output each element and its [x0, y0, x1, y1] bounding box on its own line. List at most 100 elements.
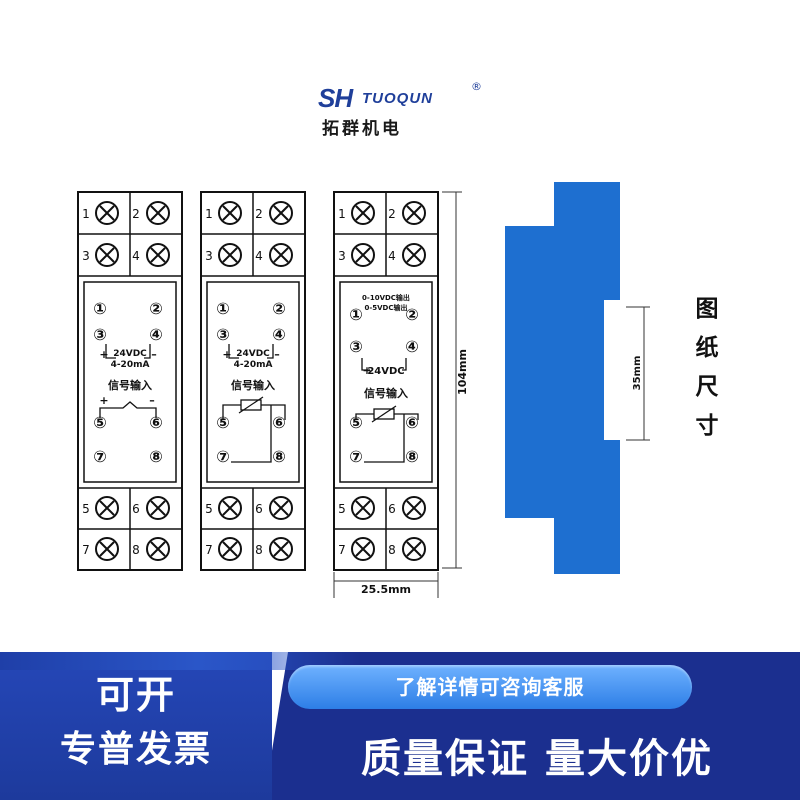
pin-marker: ⑥ — [149, 413, 163, 432]
screw-terminal-icon — [146, 496, 170, 520]
minus-sign: – — [151, 348, 157, 361]
screw-terminal-icon — [402, 537, 426, 561]
pin-marker: ⑤ — [216, 413, 230, 432]
screw-terminal-icon — [402, 243, 426, 267]
screw-terminal-icon — [218, 537, 242, 561]
screw-terminal-icon — [402, 496, 426, 520]
screw-terminal-icon — [269, 537, 293, 561]
pin-marker: ③ — [216, 325, 230, 344]
screw-terminal-icon — [146, 243, 170, 267]
logo-chinese-name: 拓群机电 — [322, 119, 402, 139]
pin-marker: ⑦ — [349, 447, 363, 466]
screw-terminal-icon — [218, 201, 242, 225]
banner-left-panel — [0, 652, 272, 800]
terminal-number: 2 — [388, 207, 396, 221]
terminal-number: 3 — [205, 249, 213, 263]
supply-current-label: 4-20mA — [234, 360, 273, 370]
pin-marker: ② — [272, 299, 286, 318]
logo-wordmark: TUOQUN — [362, 90, 433, 107]
terminal-number: 5 — [338, 502, 346, 516]
terminal-number: 1 — [338, 207, 346, 221]
screw-terminal-icon — [146, 537, 170, 561]
pin-marker: ④ — [405, 337, 419, 356]
terminal-number: 4 — [388, 249, 396, 263]
pin-marker: ⑤ — [349, 413, 363, 432]
pin-marker: ④ — [272, 325, 286, 344]
pin-marker: ⑧ — [405, 447, 419, 466]
registered-mark: ® — [471, 80, 482, 93]
side-label-char: 图 — [695, 296, 719, 322]
terminal-number: 8 — [388, 543, 396, 557]
supply-voltage-label: 24VDC — [113, 349, 147, 359]
pin-marker: ⑤ — [93, 413, 107, 432]
signal-input-label: 信号输入 — [364, 386, 408, 400]
brand-logo: SH TUOQUN ® 拓群机电 — [318, 78, 498, 139]
screw-terminal-icon — [95, 496, 119, 520]
rail-dimension: 35mm — [626, 306, 650, 441]
terminal-number: 8 — [255, 543, 263, 557]
terminal-number: 1 — [82, 207, 90, 221]
quality-slogan: 质量保证 量大价优 — [361, 736, 713, 782]
pin-marker: ⑥ — [405, 413, 419, 432]
terminal-number: 2 — [255, 207, 263, 221]
terminal-number: 6 — [255, 502, 263, 516]
terminal-number: 3 — [338, 249, 346, 263]
pin-marker: ① — [93, 299, 107, 318]
supply-voltage-label: 24VDC — [236, 349, 270, 359]
screw-terminal-icon — [269, 243, 293, 267]
consult-pill[interactable] — [288, 665, 692, 709]
minus-sign: – — [274, 348, 280, 361]
screw-terminal-icon — [95, 201, 119, 225]
drawing-size-label: 图 纸 尺 寸 — [690, 290, 724, 446]
screw-terminal-icon — [269, 496, 293, 520]
pin-marker: ④ — [149, 325, 163, 344]
screw-terminal-icon — [95, 243, 119, 267]
signal-input-label: 信号输入 — [108, 378, 152, 392]
pin-marker: ① — [349, 305, 363, 324]
height-dimension: 104mm — [442, 191, 469, 569]
terminal-number: 2 — [132, 207, 140, 221]
screw-terminal-icon — [218, 243, 242, 267]
minus-sign: – — [149, 394, 155, 407]
pin-marker: ① — [216, 299, 230, 318]
consult-text[interactable]: 了解详情可咨询客服 — [395, 675, 585, 699]
side-label-char: 纸 — [695, 335, 719, 361]
terminal-number: 5 — [82, 502, 90, 516]
terminal-number: 7 — [82, 543, 90, 557]
height-label: 104mm — [456, 349, 469, 395]
invoice-subheading: 专普发票 — [59, 729, 212, 770]
screw-terminal-icon — [269, 201, 293, 225]
output-range-label: 0-5VDC输出 — [364, 303, 407, 312]
screw-terminal-icon — [402, 201, 426, 225]
logo-sh-text: SH — [318, 83, 353, 113]
rail-label: 35mm — [632, 356, 643, 391]
plus-sign: + — [362, 364, 371, 377]
banner-accent-stripe — [0, 652, 360, 670]
signal-input-label: 信号输入 — [231, 378, 275, 392]
plus-sign: + — [99, 394, 108, 407]
terminal-number: 6 — [388, 502, 396, 516]
terminal-number: 4 — [255, 249, 263, 263]
pin-marker: ⑧ — [149, 447, 163, 466]
pin-marker: ⑦ — [216, 447, 230, 466]
output-range-label: 0-10VDC输出 — [362, 293, 410, 302]
supply-current-label: 4-20mA — [111, 360, 150, 370]
side-label-char: 尺 — [695, 374, 719, 400]
plus-sign: + — [99, 348, 108, 361]
terminal-number: 3 — [82, 249, 90, 263]
side-label-char: 寸 — [695, 413, 719, 439]
pin-marker: ⑧ — [272, 447, 286, 466]
screw-terminal-icon — [146, 201, 170, 225]
screw-terminal-icon — [351, 243, 375, 267]
supply-voltage-label: 24VDC — [367, 366, 404, 377]
plus-sign: + — [222, 348, 231, 361]
pin-marker: ⑦ — [93, 447, 107, 466]
invoice-heading: 可开 — [95, 673, 176, 717]
screw-terminal-icon — [218, 496, 242, 520]
pin-marker: ③ — [93, 325, 107, 344]
terminal-number: 6 — [132, 502, 140, 516]
screw-terminal-icon — [95, 537, 119, 561]
